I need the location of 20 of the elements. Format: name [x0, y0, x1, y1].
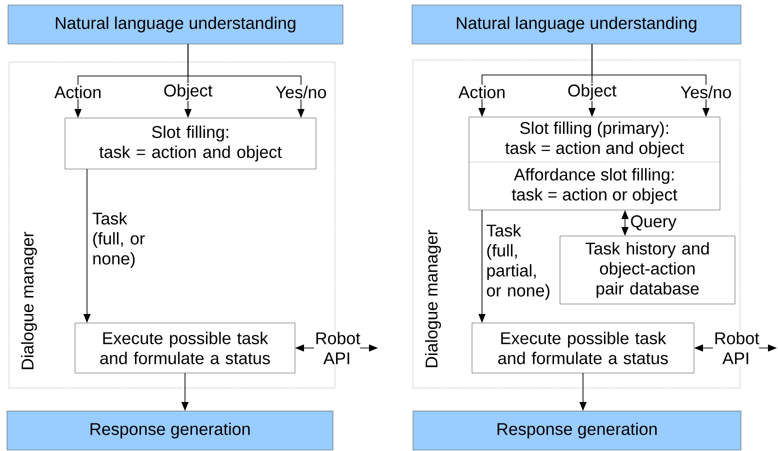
database-box: Task history and object-action pair database: [560, 236, 736, 304]
edge-label: Task (full, partial, or none): [486, 224, 550, 300]
module-box: Response generation: [412, 410, 742, 450]
process-box: Execute possible task and formulate a status: [472, 322, 694, 374]
edge-label: Yes/no: [679, 84, 733, 100]
edge-label: Task (full, or none): [92, 212, 145, 268]
edge-label: Robot API: [713, 330, 760, 366]
edge-label: Robot API: [314, 330, 360, 366]
edge-label: Yes/no: [274, 84, 328, 100]
process-box: Slot filling (primary): task = action and object Affordance slot filling: task = action or object: [468, 116, 720, 210]
edge-label: Object: [162, 83, 214, 101]
process-box: Execute possible task and formulate a status: [74, 322, 296, 374]
module-box: Natural language understanding: [412, 4, 742, 44]
module-box: Natural language understanding: [8, 4, 344, 44]
edge-label: Object: [566, 83, 618, 101]
edge-label: Query: [631, 215, 676, 231]
module-box: Response generation: [6, 410, 334, 450]
process-box: Slot filling: task = action and object: [64, 118, 316, 170]
edge-label: Action: [457, 84, 507, 100]
edge-label: Action: [53, 84, 103, 100]
